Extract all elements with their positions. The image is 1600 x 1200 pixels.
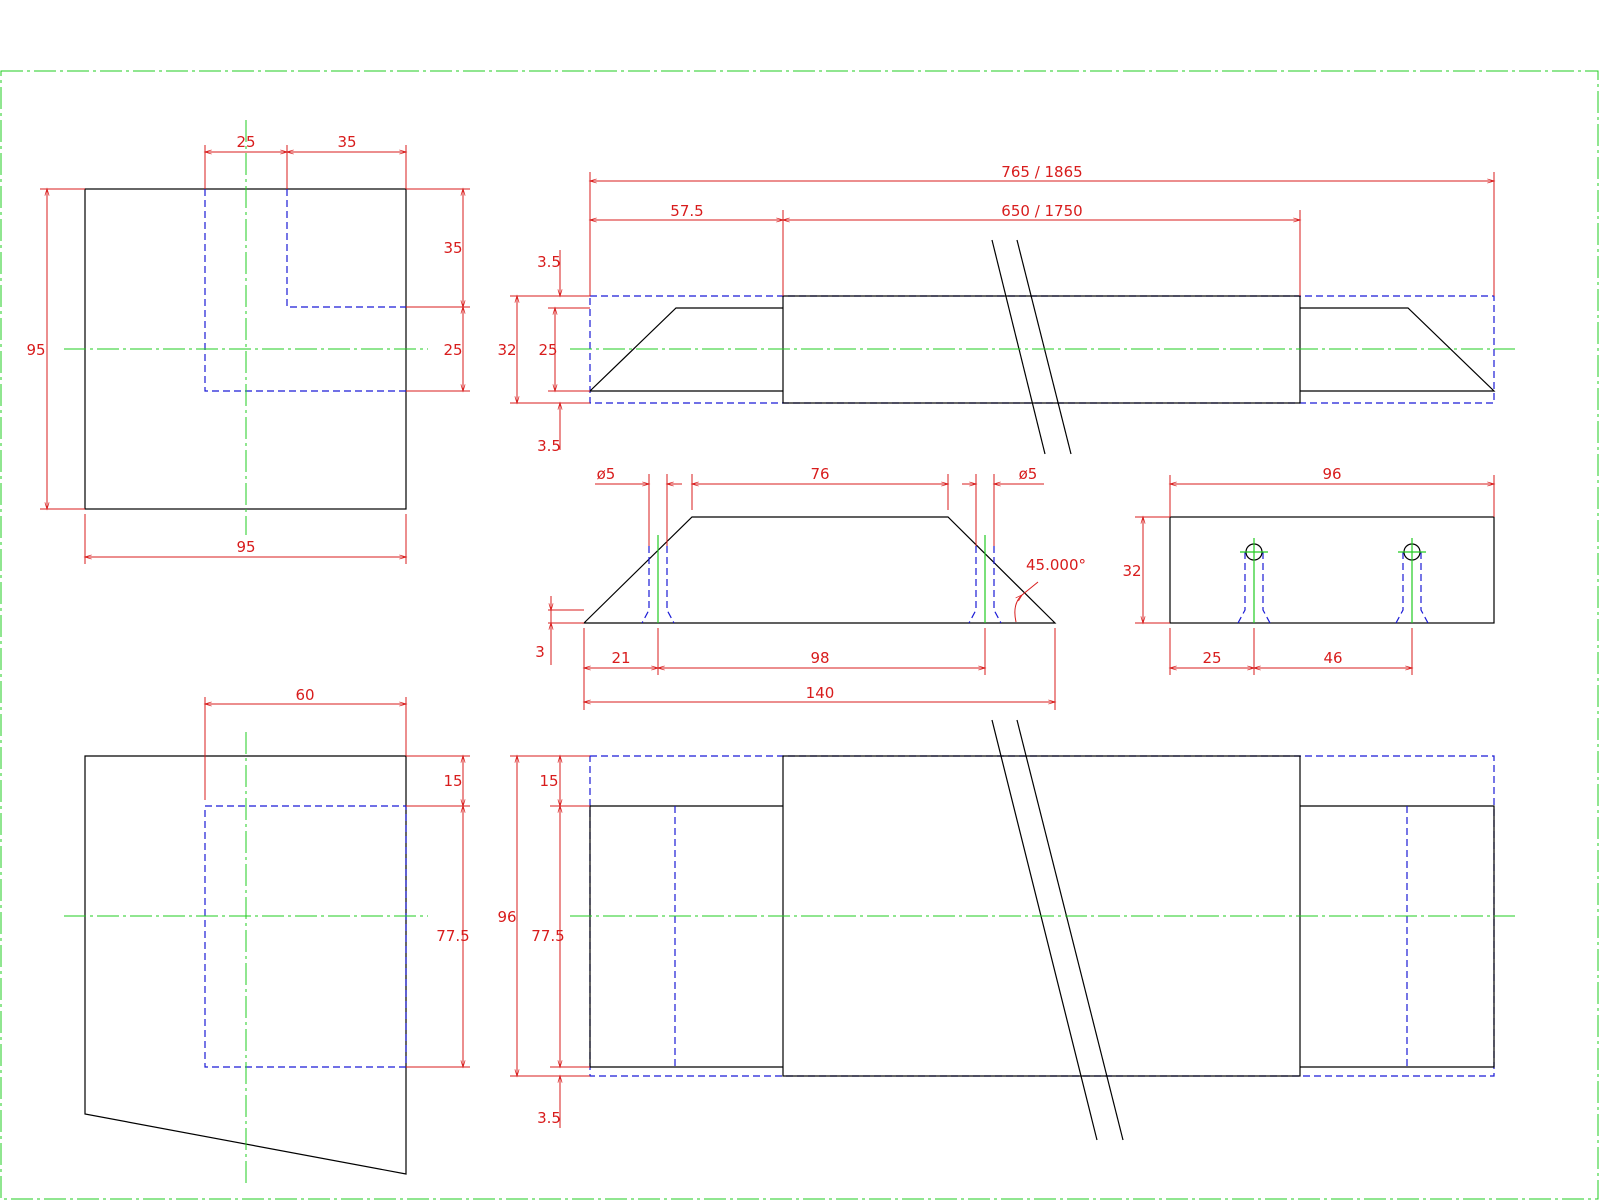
dim-text-25: 25 — [538, 341, 557, 359]
break-line-left — [991, 719, 1098, 1141]
dim-text-77-5: 77.5 — [436, 927, 469, 945]
dim-text-98: 98 — [810, 649, 829, 667]
dim-text-15: 15 — [539, 772, 558, 790]
dim-text-32: 32 — [497, 341, 516, 359]
top-left-view: 25 35 95 35 25 95 — [26, 120, 470, 564]
dim-text-overall: 765 / 1865 — [1001, 163, 1082, 181]
end-view-outline — [1169, 516, 1495, 624]
slot-right-center — [1398, 538, 1426, 623]
dim-text-46: 46 — [1323, 649, 1342, 667]
dim-text-angle: 45.000° — [1026, 556, 1086, 574]
dim-text-3-5-bottom: 3.5 — [537, 437, 561, 455]
dim-text-15: 15 — [443, 772, 462, 790]
top-long-view: 765 / 1865 57.5 650 / 1750 3.5 32 25 3.5 — [497, 163, 1515, 455]
dim-text-25-right: 25 — [443, 341, 462, 359]
angle-leader — [1021, 581, 1039, 596]
dim-text-77-5: 77.5 — [531, 927, 564, 945]
extension-lines — [548, 474, 1056, 710]
bottom-left-view: 60 15 77.5 — [64, 686, 470, 1184]
dim-text-25: 25 — [1202, 649, 1221, 667]
top-long-right-end — [1300, 307, 1496, 392]
dim-text-3: 3 — [535, 643, 545, 661]
top-long-left-end — [588, 307, 783, 392]
dim-text-35: 35 — [337, 133, 356, 151]
drawing-border — [0, 70, 1599, 1200]
dim-text-3-5-top: 3.5 — [537, 253, 561, 271]
dim-text-95-width: 95 — [236, 538, 255, 556]
slot-left-hidden — [1237, 552, 1271, 624]
dim-text-32: 32 — [1122, 562, 1141, 580]
middle-profile-view: ø5 76 ø5 45.000° 3 21 98 140 — [535, 465, 1086, 710]
extension-lines — [1135, 475, 1495, 675]
dim-text-60: 60 — [295, 686, 314, 704]
dim-text-96: 96 — [1322, 465, 1341, 483]
top-left-hidden-profile — [204, 189, 406, 392]
dim-text-57-5: 57.5 — [670, 202, 703, 220]
bottom-left-hidden-rect — [204, 805, 407, 1068]
break-line-right — [1016, 239, 1072, 455]
break-line-right — [1016, 719, 1124, 1141]
dim-text-140: 140 — [806, 684, 835, 702]
dim-text-hole-right: ø5 — [1019, 465, 1038, 483]
break-line-left — [991, 239, 1046, 455]
extension-lines — [40, 145, 470, 564]
trapezoid-profile — [582, 516, 1057, 624]
bottom-left-outline — [84, 755, 407, 1175]
angle-arc — [1014, 595, 1022, 623]
dim-text-96: 96 — [497, 908, 516, 926]
bottom-long-left-end — [589, 805, 783, 1068]
extension-lines — [510, 755, 590, 1128]
slot-right-hidden — [1395, 552, 1429, 624]
dim-text-hole-left: ø5 — [597, 465, 616, 483]
dim-text-21: 21 — [611, 649, 630, 667]
middle-end-view: 96 32 25 46 — [1122, 465, 1494, 675]
bottom-long-right-end — [1300, 805, 1495, 1068]
slot-left-center — [1240, 538, 1268, 623]
dim-text-middle: 650 / 1750 — [1001, 202, 1082, 220]
dim-text-76: 76 — [810, 465, 829, 483]
dim-text-3-5: 3.5 — [537, 1109, 561, 1127]
extension-lines — [204, 697, 470, 1068]
dim-text-95-height: 95 — [26, 341, 45, 359]
bottom-long-view: 96 15 77.5 3.5 — [497, 719, 1515, 1141]
dim-text-25: 25 — [236, 133, 255, 151]
dim-text-35-right: 35 — [443, 239, 462, 257]
